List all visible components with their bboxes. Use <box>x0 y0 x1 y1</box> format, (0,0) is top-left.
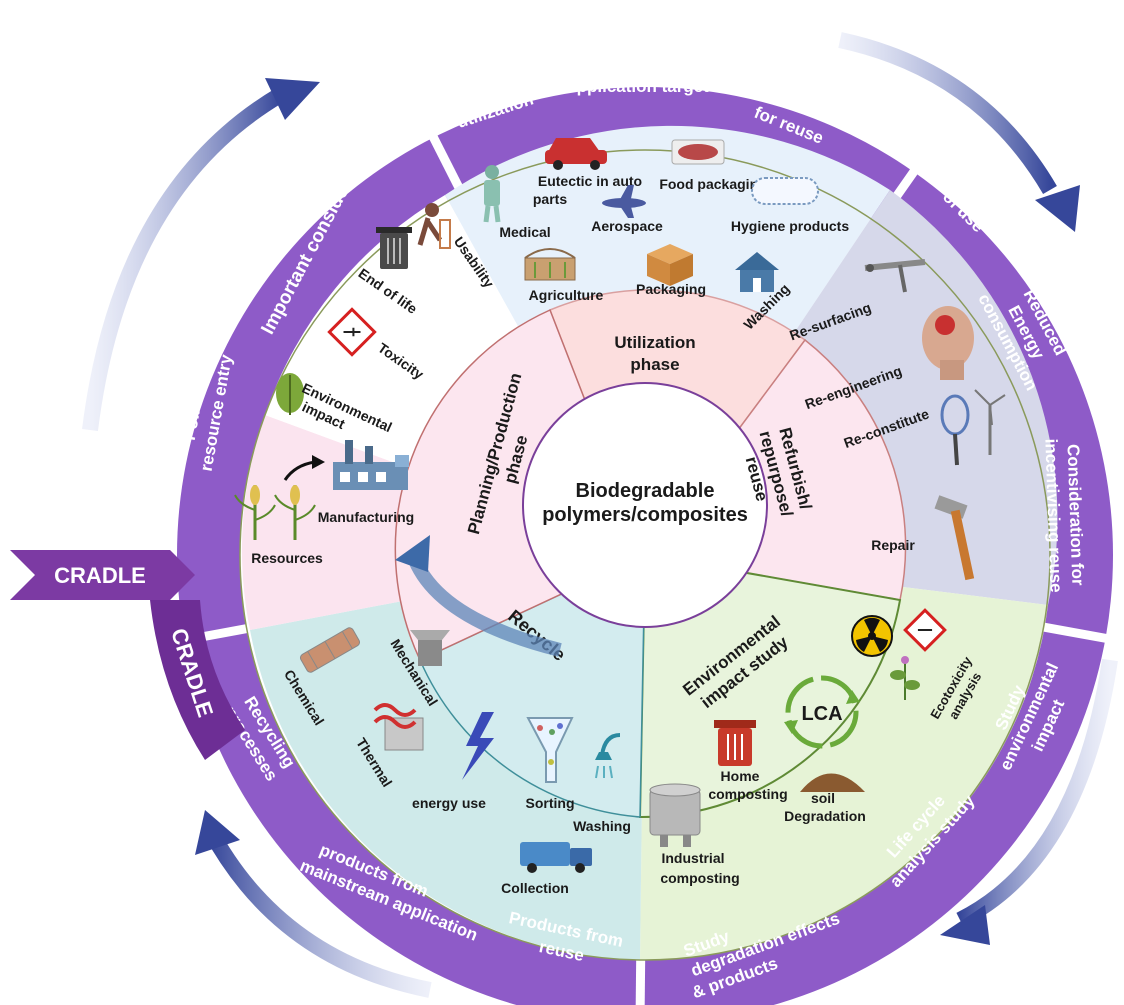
repair-label: Repair <box>871 537 915 553</box>
car-icon <box>545 138 607 170</box>
leaf-icon <box>276 373 304 415</box>
hygiene-label: Hygiene products <box>731 218 849 234</box>
cycle-arrow-top-right-head <box>1035 185 1080 232</box>
home-composting-line1: Home <box>721 768 760 784</box>
energy-use-label: energy use <box>412 795 486 811</box>
section-border <box>239 149 1051 961</box>
head-gear-icon <box>922 306 974 380</box>
hammer-icon <box>934 495 975 581</box>
airplane-icon <box>602 185 646 218</box>
phase-utilization-line2: phase <box>630 355 679 374</box>
sorting-label: Sorting <box>526 795 575 811</box>
industrial-composter-icon <box>649 783 701 847</box>
agriculture-label: Agriculture <box>529 287 604 303</box>
recycle-washing-label: Washing <box>573 818 631 834</box>
phase-utilization-line1: Utilization <box>614 333 695 352</box>
wind-turbine-icon <box>974 389 1006 455</box>
food-packaging-icon <box>671 139 725 165</box>
cycle-arrow-top-left-head <box>265 78 320 120</box>
shower-icon <box>595 733 621 779</box>
medical-label: Medical <box>499 224 550 240</box>
utilization-items: Eutectic in auto parts Food packaging Me… <box>483 138 849 333</box>
lightning-icon <box>462 712 494 780</box>
cradle-arrow-label: CRADLE <box>54 563 146 588</box>
outer-incentivising-line1: Consideration for <box>1064 444 1088 587</box>
thermal-furnace-icon <box>373 703 424 751</box>
toxicity-hazard-icon <box>327 307 377 357</box>
manufacturing-label: Manufacturing <box>318 509 414 525</box>
soil-pile-icon <box>800 773 865 792</box>
resources-label: Resources <box>251 550 323 566</box>
lca-cycle-icon <box>784 675 860 749</box>
cycle-arrow-top-left <box>82 88 285 431</box>
eutectic-label-line2: parts <box>533 191 567 207</box>
outer-initial-target-line2: application target <box>567 77 709 96</box>
recycle-return-arrow-head <box>395 535 430 572</box>
center-title-line2: polymers/composites <box>542 504 748 526</box>
industrial-composting-line2: composting <box>660 870 739 886</box>
center-title-line1: Biodegradable <box>576 480 715 502</box>
plant-icon <box>890 656 920 700</box>
soil-line1: soil <box>811 790 835 806</box>
sorting-funnel-icon <box>526 717 574 783</box>
flow-arrow-icon <box>283 460 316 481</box>
packaging-label: Packaging <box>636 281 706 297</box>
collection-label: Collection <box>501 880 569 896</box>
soil-line2: Degradation <box>784 808 866 824</box>
medical-person-icon <box>483 165 501 223</box>
compost-bin-icon <box>714 720 756 766</box>
cycle-arrows <box>82 32 1118 998</box>
food-packaging-label: Food packaging <box>659 176 766 192</box>
aerospace-label: Aerospace <box>591 218 663 234</box>
cycle-arrow-bottom-left-head <box>195 810 240 855</box>
cycle-arrow-bottom-right-head <box>940 905 990 945</box>
airbrush-icon <box>864 259 926 293</box>
flow-arrow-head <box>312 455 325 469</box>
eco-hazard-icon <box>903 608 947 652</box>
home-composting-line2: composting <box>708 786 787 802</box>
phase-recycle-wedge <box>419 553 646 818</box>
shredder-icon <box>410 630 450 666</box>
racket-icon <box>940 394 970 466</box>
cradle-ring-band <box>150 600 245 760</box>
cycle-arrow-top-right <box>838 32 1057 195</box>
recycle-return-arrow <box>408 557 562 657</box>
outer-initial-target-line1: products initial <box>577 55 699 74</box>
box-icon <box>647 244 693 286</box>
cradle-arrow <box>10 550 195 600</box>
chemical-reactor-icon <box>299 627 361 673</box>
center-circle <box>522 382 768 628</box>
production-items: Resources Manufacturing <box>234 440 414 566</box>
usability-icon <box>417 203 451 249</box>
house-icon <box>735 252 779 292</box>
radiation-icon <box>851 615 893 657</box>
factory-icon <box>333 440 409 490</box>
corn-plant-icon <box>234 485 316 540</box>
trash-bin-icon <box>376 227 412 269</box>
cycle-arrow-bottom-left <box>202 826 432 998</box>
greenhouse-icon <box>524 248 576 281</box>
hygiene-pad-icon <box>751 177 819 205</box>
eutectic-label-line1: Eutectic in auto <box>538 173 642 189</box>
cycle-arrow-bottom-right <box>956 658 1118 928</box>
garbage-truck-icon <box>520 842 592 873</box>
lca-label: LCA <box>801 703 842 725</box>
industrial-composting-line1: Industrial <box>661 850 724 866</box>
environmental-items: Ecotoxicity analysis LCA Home composting… <box>649 608 984 886</box>
